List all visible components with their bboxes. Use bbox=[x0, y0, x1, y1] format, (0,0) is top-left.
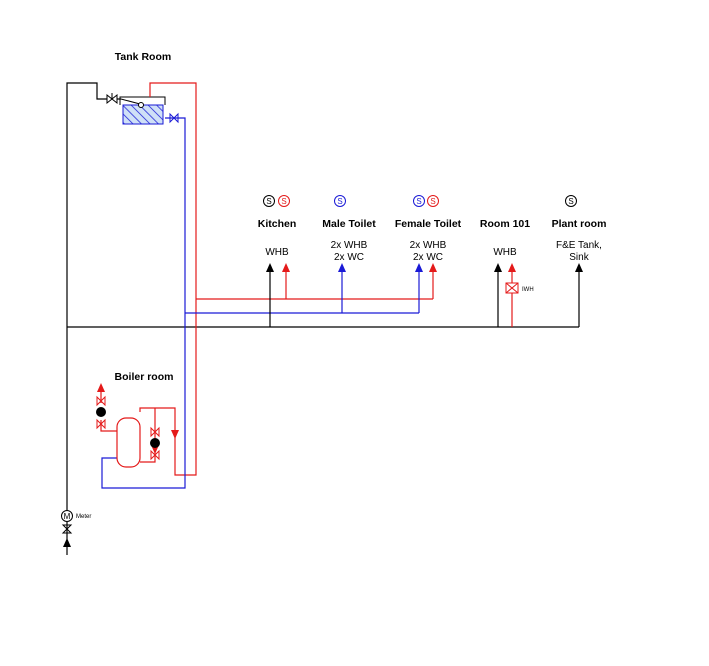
sample-point-icon bbox=[334, 195, 346, 207]
pump-icon bbox=[150, 426, 160, 461]
sample-point-icon bbox=[427, 195, 439, 207]
outlet-name: Room 101 bbox=[480, 218, 530, 230]
outlet-fixture: 2x WHB bbox=[331, 240, 368, 251]
sample-point-symbol: S bbox=[568, 197, 573, 206]
hot-water-pipework bbox=[100, 82, 513, 476]
sample-point-symbol: S bbox=[430, 197, 435, 206]
hot-water-cylinder bbox=[116, 417, 141, 468]
iwh-label: IWH bbox=[522, 287, 534, 293]
boiler-room-label: Boiler room bbox=[115, 371, 174, 383]
tank-inlet-valve-icon bbox=[106, 93, 118, 105]
sample-point-symbol: S bbox=[266, 197, 271, 206]
outlet-fixture: WHB bbox=[265, 247, 289, 258]
sample-point-symbol: S bbox=[337, 197, 342, 206]
outlet-name: Female Toilet bbox=[395, 218, 462, 230]
mains-drops bbox=[269, 270, 580, 327]
outlet-fixture: Sink bbox=[569, 252, 589, 263]
outlet-male-toilet: S Male Toilet 2x WHB 2x WC bbox=[322, 195, 376, 263]
iwh-heater-icon bbox=[505, 282, 519, 294]
outlet-room-101: Room 101 WHB bbox=[480, 218, 530, 258]
meter-symbol: M bbox=[64, 512, 71, 521]
outlet-female-toilet: S S Female Toilet 2x WHB 2x WC bbox=[395, 195, 462, 263]
outlet-plant-room: S Plant room F&E Tank, Sink bbox=[552, 195, 607, 263]
stop-valve-icon bbox=[61, 524, 73, 534]
outlet-fixture: 2x WHB bbox=[410, 240, 447, 251]
sample-point-icon bbox=[413, 195, 425, 207]
cold-feed-pipework bbox=[101, 117, 420, 489]
sample-point-symbol: S bbox=[416, 197, 421, 206]
outlet-name: Plant room bbox=[552, 218, 607, 230]
mains-cold-pipework bbox=[66, 82, 579, 555]
outlet-fixture: 2x WC bbox=[334, 252, 364, 263]
outlet-fixture: F&E Tank, bbox=[556, 240, 602, 251]
tank-outlet-valve-icon bbox=[169, 112, 179, 124]
water-meter-icon bbox=[61, 510, 73, 522]
cold-water-storage-tank bbox=[119, 96, 166, 125]
outlet-arrows bbox=[63, 263, 583, 547]
sample-point-icon bbox=[565, 195, 577, 207]
outlet-fixture: 2x WC bbox=[413, 252, 443, 263]
sample-point-symbol: S bbox=[281, 197, 286, 206]
outlet-kitchen: S S Kitchen WHB bbox=[258, 195, 297, 258]
outlet-fixture: WHB bbox=[493, 247, 517, 258]
pump-icon bbox=[96, 395, 106, 430]
sample-point-icon bbox=[263, 195, 275, 207]
outlet-name: Kitchen bbox=[258, 218, 297, 230]
meter-label: Meter bbox=[76, 514, 91, 520]
outlet-name: Male Toilet bbox=[322, 218, 376, 230]
sample-point-icon bbox=[278, 195, 290, 207]
tank-room-label: Tank Room bbox=[115, 51, 171, 63]
